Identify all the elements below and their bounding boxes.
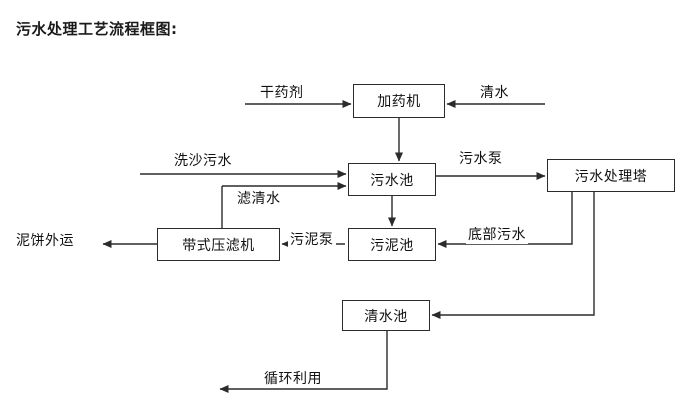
edge-label-dry-agent: 干药剂 [258, 82, 306, 102]
node-label: 污泥池 [370, 237, 414, 254]
edge-label-recycling-reuse: 循环利用 [262, 368, 324, 388]
node-dosing-machine[interactable]: 加药机 [353, 84, 445, 118]
edge-label-mud-cake-transport: 泥饼外运 [14, 230, 76, 250]
node-label: 污水处理塔 [574, 168, 648, 185]
edge-label-sand-washing-sewage: 洗沙污水 [172, 150, 234, 170]
node-label: 污水池 [370, 172, 414, 189]
node-sludge-pool[interactable]: 污泥池 [348, 228, 436, 261]
edge-label-filtered-water: 滤清水 [235, 188, 283, 208]
node-belt-filter-press[interactable]: 带式压滤机 [157, 228, 280, 261]
node-clear-water-pool[interactable]: 清水池 [342, 300, 430, 331]
page-title: 污水处理工艺流程框图: [16, 20, 178, 38]
node-label: 带式压滤机 [182, 237, 255, 254]
node-sewage-pool[interactable]: 污水池 [348, 163, 436, 196]
node-label: 加药机 [377, 94, 421, 110]
edge-label-sludge-pump: 污泥泵 [288, 229, 336, 249]
node-treatment-tower[interactable]: 污水处理塔 [547, 159, 675, 192]
edge-label-clean-water: 清水 [478, 82, 511, 102]
edge-tower-to-clear-pool [431, 192, 595, 319]
node-label: 清水池 [364, 308, 408, 325]
edge-label-sewage-pump: 污水泵 [457, 148, 505, 168]
edge-label-bottom-sewage: 底部污水 [466, 224, 528, 244]
edge-clear-pool-to-recycle [219, 331, 388, 393]
edge-tower-bottom-sewage-to-sludge-pool [437, 192, 573, 248]
